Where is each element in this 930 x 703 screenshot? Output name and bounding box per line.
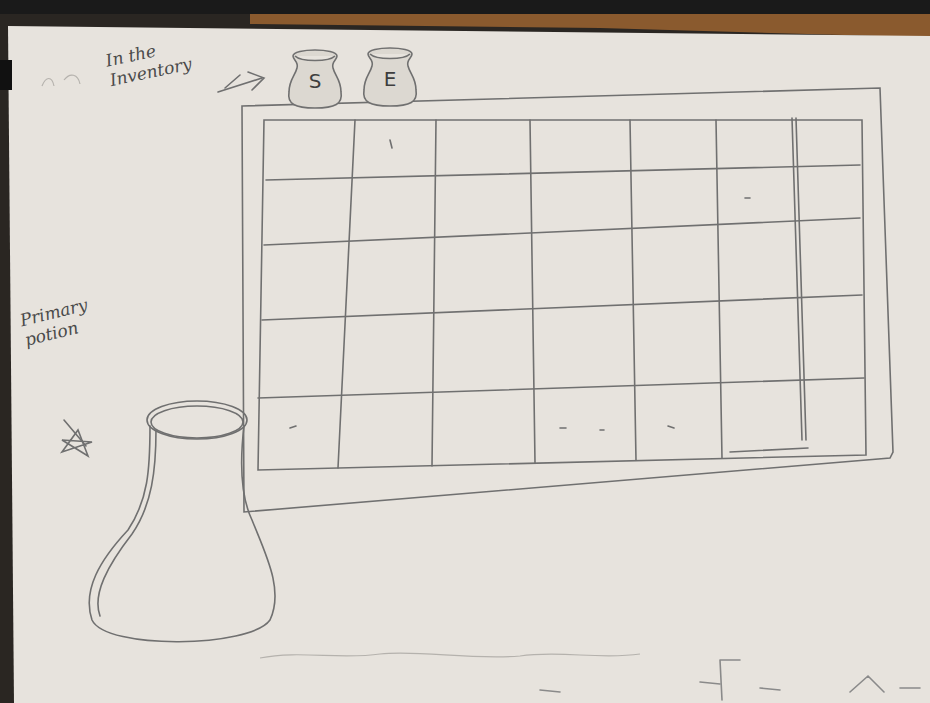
potion-jar: S (283, 46, 347, 112)
potion-jar: E (358, 44, 422, 110)
potion-letter: S (283, 69, 347, 93)
potion-letter: E (358, 67, 422, 91)
